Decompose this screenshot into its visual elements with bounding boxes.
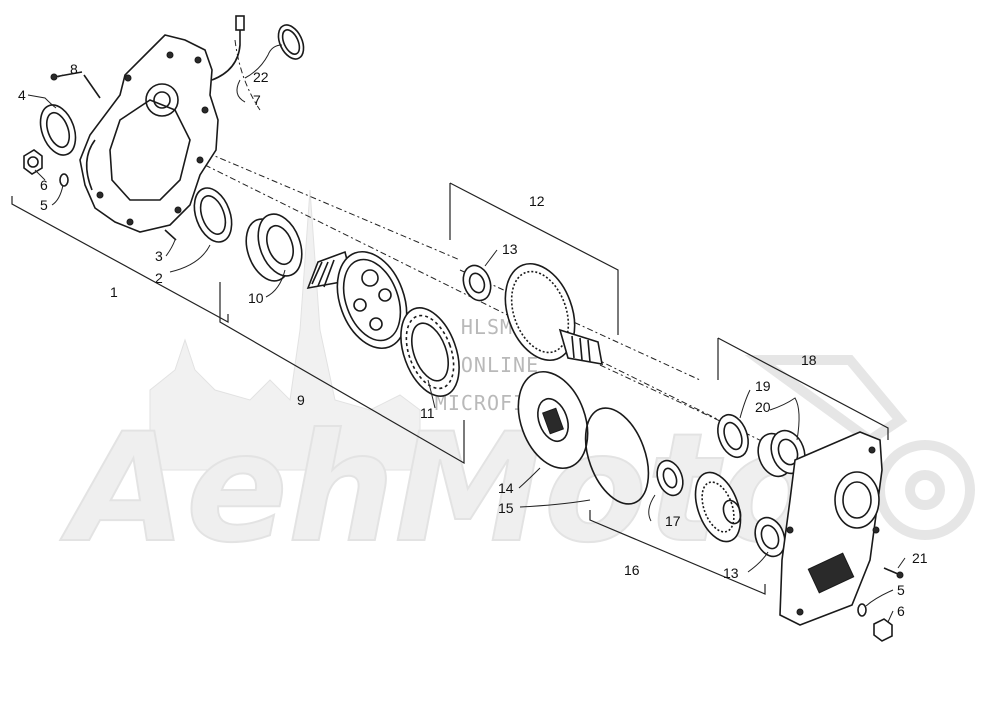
seal-right [717,413,749,459]
bearing-right [757,429,806,478]
callout-10: 10 [248,290,264,306]
callout-9: 9 [297,392,305,408]
snap-ring [584,407,650,505]
bearing-large [245,213,303,282]
bearing-small-upper [462,264,492,302]
drain-plug-left [23,149,69,187]
callout-16: 16 [624,562,640,578]
right-gear-cover [779,431,883,626]
idler-gear [694,471,742,543]
dowel-pin [164,229,177,241]
sprocket [517,370,589,470]
callout-12: 12 [529,193,545,209]
callout-5-right: 5 [897,582,905,598]
output-shaft-ring-gear [306,250,408,350]
callout-2: 2 [155,270,163,286]
callout-11: 11 [420,405,435,421]
callout-22: 22 [253,69,269,85]
drive-gear-shaft [504,262,603,365]
bearing-small-lower [754,516,786,558]
group-brackets [11,182,889,595]
bracket-part-1 [11,196,229,324]
callout-14: 14 [498,480,514,496]
seal-left [39,104,77,156]
drain-plug-right [857,603,893,642]
o-ring [277,24,305,60]
bracket-part-12 [449,182,619,335]
callout-6-right: 6 [897,603,905,619]
leader-lines [27,44,906,623]
cover-bolt [883,567,904,579]
callout-8: 8 [70,61,78,77]
callout-6-left: 6 [40,177,48,193]
speed-sensor [211,15,245,81]
bearing-17 [656,459,684,497]
callout-13-lower: 13 [723,565,739,581]
callout-7: 7 [253,92,261,108]
callout-19: 19 [755,378,771,394]
callout-3: 3 [155,248,163,264]
callout-13-upper: 13 [502,241,518,257]
callout-5-left: 5 [40,197,48,213]
callout-18: 18 [801,352,817,368]
callout-4: 4 [18,87,26,103]
callout-labels: 4 8 6 5 3 2 1 10 22 7 9 11 12 13 14 15 1… [18,61,928,619]
left-gear-housing [79,34,219,233]
bolt [50,71,101,99]
callout-17: 17 [665,513,681,529]
bracket-part-9 [219,282,465,465]
friction-plate [400,307,460,397]
callout-1: 1 [110,284,118,300]
bracket-part-18 [717,337,889,440]
bracket-part-16 [589,510,766,595]
watermark: AehMoto HLSM'S ONLINE MICROFICHE [59,189,975,577]
callout-21: 21 [912,550,928,566]
callout-20: 20 [755,399,771,415]
seal-center [193,187,233,243]
watermark-line-2: ONLINE [461,353,539,377]
watermark-brand-text: AehMoto [60,402,822,576]
callout-15: 15 [498,500,514,516]
